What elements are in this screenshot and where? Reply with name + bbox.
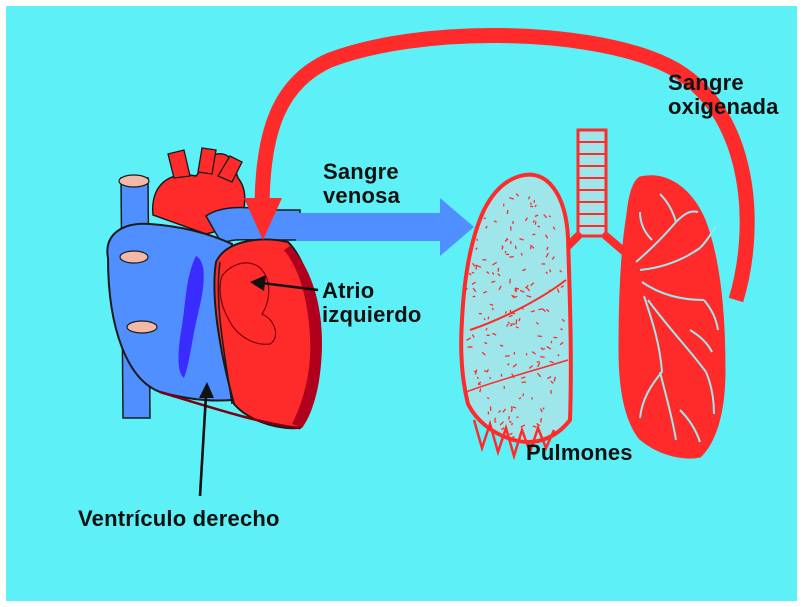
lung-speckle xyxy=(505,251,506,253)
lung-speckle xyxy=(488,317,489,320)
label-sangre-oxigenada: Sangre oxigenada xyxy=(668,71,779,119)
label-atrio-izquierdo-line2: izquierdo xyxy=(322,303,422,327)
lung-speckle xyxy=(486,328,487,330)
label-ventriculo-derecho: Ventrículo derecho xyxy=(78,507,280,531)
lung-speckle xyxy=(535,221,536,224)
label-sangre-venosa-line2: venosa xyxy=(323,184,400,208)
lung-speckle xyxy=(472,272,474,273)
label-sangre-oxigenada-line2: oxigenada xyxy=(668,95,779,119)
lung-speckle xyxy=(514,296,515,298)
trachea xyxy=(578,130,606,236)
lung-speckle xyxy=(500,345,503,346)
lung-speckle xyxy=(541,418,542,423)
vena-cava-opening-top xyxy=(119,175,149,187)
lung-speckle xyxy=(505,356,510,357)
lung-speckle xyxy=(498,268,499,272)
lung-speckle xyxy=(560,329,562,330)
lung-speckle xyxy=(510,257,514,258)
lung-speckle xyxy=(510,325,512,326)
lung-speckle xyxy=(550,269,551,272)
lung-speckle xyxy=(484,318,485,320)
lung-speckle xyxy=(489,378,491,379)
label-sangre-venosa: Sangre venosa xyxy=(323,160,400,208)
lung-speckle xyxy=(538,309,543,310)
vein-opening-low xyxy=(127,321,157,333)
lung-speckle xyxy=(543,408,544,410)
lung-speckle xyxy=(512,437,514,438)
lung-speckle xyxy=(480,389,481,393)
label-sangre-oxigenada-line1: Sangre xyxy=(668,71,779,95)
lung-speckle xyxy=(509,416,510,420)
lung-speckle xyxy=(505,311,506,313)
lung-speckle xyxy=(523,394,524,397)
blue-arrow-shaft xyxy=(296,213,442,241)
lung-speckle xyxy=(549,216,551,217)
vein-opening-mid xyxy=(120,251,148,263)
lung-speckle xyxy=(502,247,503,249)
lung-speckle xyxy=(538,226,540,227)
lung-speckle xyxy=(477,377,478,379)
lung-speckle xyxy=(510,279,511,284)
label-atrio-izquierdo: Atrio izquierdo xyxy=(322,279,422,327)
lung-speckle xyxy=(540,357,545,358)
lung-speckle xyxy=(531,203,532,205)
lung-speckle xyxy=(538,336,542,337)
lung-speckle xyxy=(511,409,512,412)
label-pulmones: Pulmones xyxy=(526,441,633,465)
aorta-branch-2 xyxy=(198,148,216,174)
lung-speckle xyxy=(522,382,527,383)
label-atrio-izquierdo-line1: Atrio xyxy=(322,279,422,303)
lung-speckle xyxy=(530,206,533,207)
label-sangre-venosa-line1: Sangre xyxy=(323,160,400,184)
